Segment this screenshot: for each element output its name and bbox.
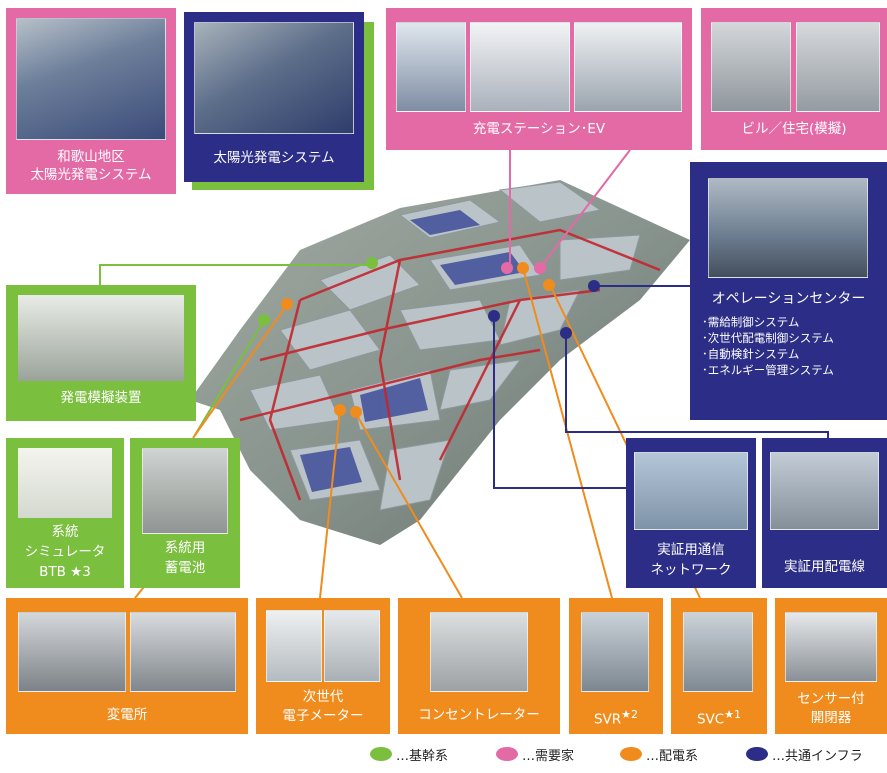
svc-star: ★1: [724, 708, 742, 721]
ev-photo-2: [574, 22, 682, 112]
distribution-line-photo: [770, 452, 879, 530]
box-concentrator: コンセントレーター: [398, 598, 560, 734]
box-svc: SVC★1: [671, 598, 767, 734]
substation-photo-2: [130, 612, 236, 692]
navy-connectors: [493, 285, 829, 489]
box-grid-battery: 系統用 蓄電池: [130, 438, 240, 588]
svr-label: SVR: [593, 711, 622, 728]
svr-photo: [581, 612, 649, 692]
caption-sensor-switch: センサー付 開閉器: [797, 691, 865, 726]
connector-dots: [258, 257, 600, 418]
legend-dot-green: [370, 747, 392, 761]
caption-solar-system: 太陽光発電システム: [213, 150, 335, 166]
box-substation: 変電所: [6, 598, 248, 734]
caption-smart-meter: 次世代 電子メーター: [282, 689, 364, 724]
smart-meter-photo-1: [266, 610, 322, 682]
dot-navy-3: [560, 327, 572, 339]
building-photo-2: [796, 22, 880, 112]
caption-operation-center: オペレーションセンター: [711, 291, 866, 307]
caption-grid-simulator: 系統 シミュレータ BTB ★3: [24, 524, 106, 580]
svr-star: ★2: [621, 708, 639, 721]
caption-svc: SVC★1: [671, 706, 767, 729]
legend-label-green: …基幹系: [396, 748, 449, 764]
legend-green: …基幹系: [370, 741, 448, 767]
sensor-switch-photo: [785, 612, 877, 682]
solar-panel-photo: [16, 18, 166, 140]
legend-label-pink: …需要家: [522, 748, 575, 764]
box-operation-center: オペレーションセンター ･需給制御システム ･次世代配電制御システム ･自動検針…: [690, 162, 887, 420]
caption-building-house: ビル／住宅(模擬): [741, 121, 847, 137]
caption-wakayama-solar: 和歌山地区 太陽光発電システム: [30, 149, 152, 183]
dot-pink-1: [501, 262, 513, 274]
solar-roofs: [300, 210, 525, 492]
comm-network-photo: [634, 452, 748, 530]
svc-photo: [683, 612, 753, 692]
dot-green-2: [258, 314, 270, 326]
concentrator-photo: [430, 612, 528, 692]
legend-dot-navy: [746, 747, 768, 761]
operation-item: ･需給制御システム: [702, 315, 800, 329]
box-building-house: ビル／住宅(模擬): [701, 8, 887, 150]
legend-dot-pink: [496, 747, 518, 761]
box-comm-network: 実証用通信 ネットワーク: [626, 438, 756, 588]
legend-orange: …配電系: [620, 741, 698, 767]
box-sensor-switch: センサー付 開閉器: [775, 598, 887, 734]
building-photo-1: [711, 22, 791, 112]
operation-item: ･自動検針システム: [702, 347, 800, 361]
svc-label: SVC: [696, 711, 725, 728]
dot-orange-3: [543, 279, 555, 291]
dot-orange-2: [517, 262, 529, 274]
control-room-photo: [708, 178, 868, 278]
grid-simulator-photo: [18, 448, 112, 518]
caption-substation: 変電所: [106, 707, 148, 723]
dot-navy-2: [488, 310, 500, 322]
campus-buildings: [249, 181, 641, 511]
pink-connectors: [509, 149, 631, 270]
box-charging-ev: 充電ステーション･EV: [386, 8, 692, 150]
operation-item: ･次世代配電制御システム: [702, 331, 834, 345]
box-wakayama-solar: 和歌山地区 太陽光発電システム: [6, 8, 176, 194]
solar-array-photo: [194, 22, 354, 134]
ev-photo-1: [470, 22, 570, 112]
dot-orange-5: [350, 406, 362, 418]
legend-label-orange: …配電系: [646, 748, 699, 764]
caption-concentrator: コンセントレーター: [418, 707, 540, 723]
operation-item: ･エネルギー管理システム: [702, 363, 834, 377]
dot-orange-4: [334, 404, 346, 416]
caption-generator-sim: 発電模擬装置: [60, 390, 142, 406]
box-solar-system: 太陽光発電システム: [184, 12, 364, 182]
dot-green-1: [366, 257, 378, 269]
dot-orange-1: [281, 298, 293, 310]
charging-station-photo: [396, 22, 466, 112]
legend-label-navy: …共通インフラ: [772, 748, 863, 764]
battery-photo: [142, 448, 228, 534]
box-svr: SVR★2: [569, 598, 663, 734]
box-generator-sim: 発電模擬装置: [6, 285, 196, 421]
smart-meter-photo-2: [324, 610, 380, 682]
dot-pink-2: [534, 262, 546, 274]
substation-photo-1: [18, 612, 126, 692]
caption-svr: SVR★2: [569, 706, 663, 729]
box-grid-simulator: 系統 シミュレータ BTB ★3: [6, 438, 124, 588]
legend-dot-orange: [620, 747, 642, 761]
caption-charging-ev: 充電ステーション･EV: [472, 121, 606, 137]
operation-items-list: ･需給制御システム ･次世代配電制御システム ･自動検針システム ･エネルギー管…: [702, 314, 881, 378]
legend-navy: …共通インフラ: [746, 741, 863, 767]
green-connectors: [99, 264, 372, 436]
box-distribution-line: 実証用配電線: [762, 438, 887, 588]
caption-comm-network: 実証用通信 ネットワーク: [650, 542, 732, 578]
generator-photo: [18, 295, 184, 381]
dot-navy-1: [588, 280, 600, 292]
red-power-lines: [239, 228, 661, 501]
caption-distribution-line: 実証用配電線: [784, 559, 865, 575]
caption-grid-battery: 系統用 蓄電池: [164, 540, 206, 576]
legend-pink: …需要家: [496, 741, 574, 767]
box-smart-meter: 次世代 電子メーター: [256, 598, 390, 734]
